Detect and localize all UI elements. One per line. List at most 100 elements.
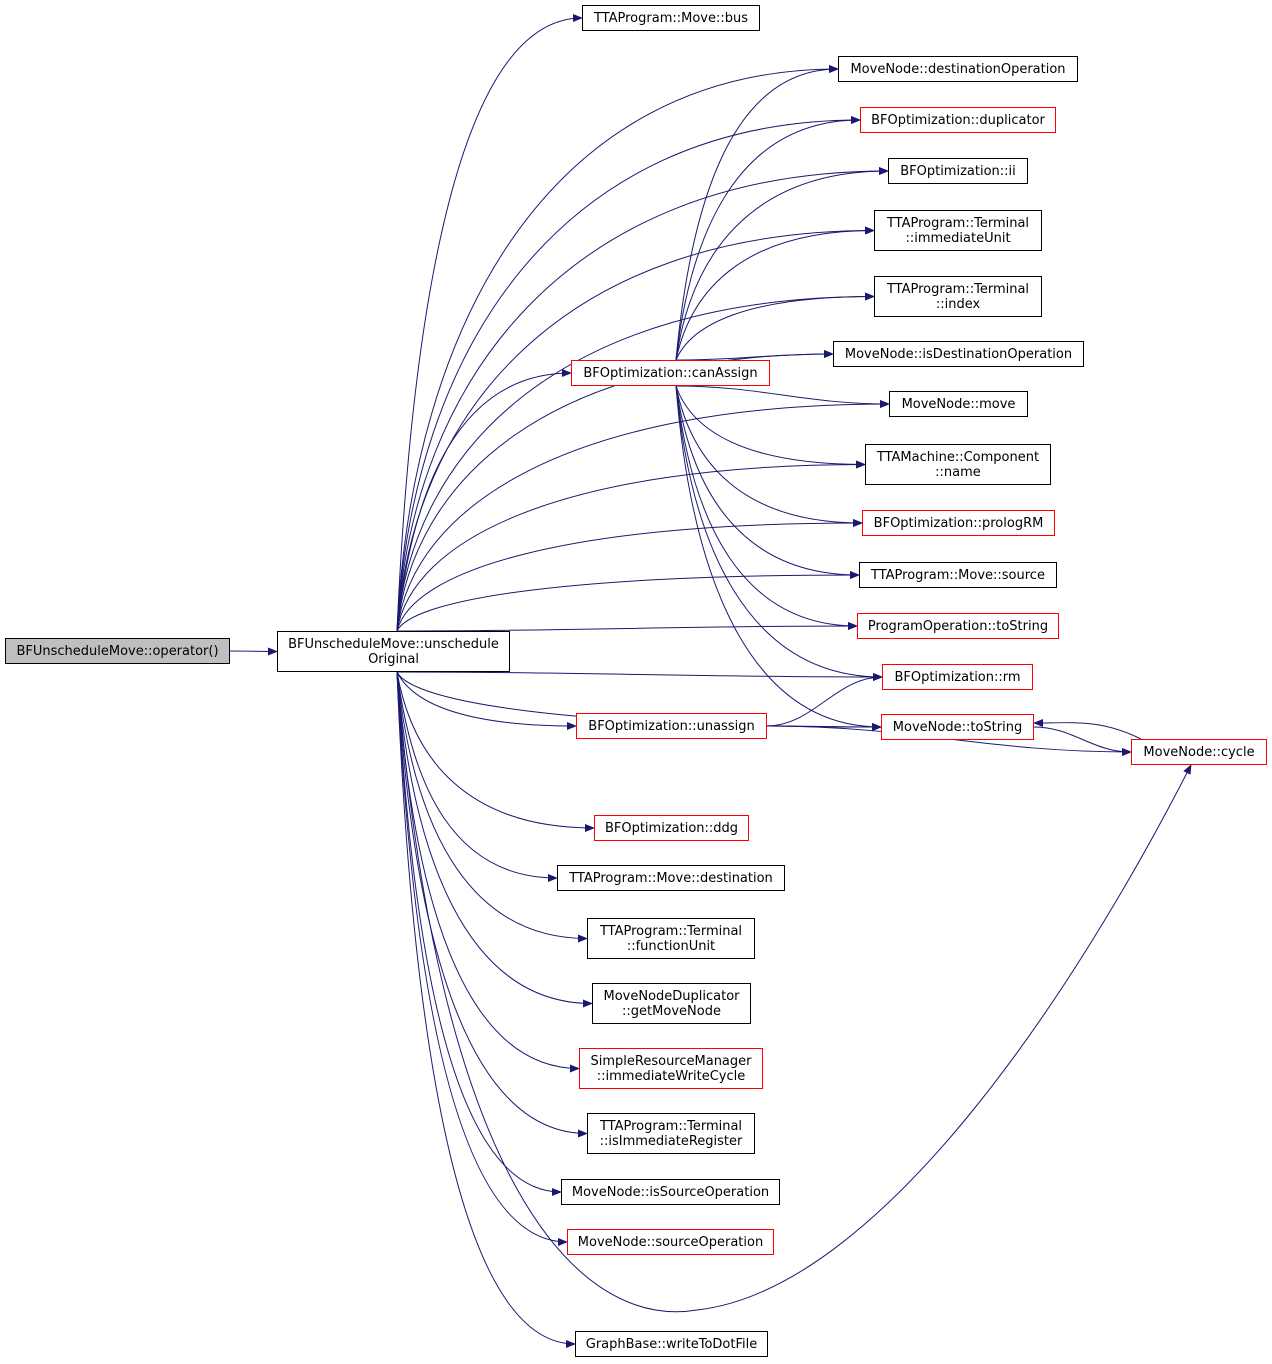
node-label-line: ::functionUnit xyxy=(626,938,716,954)
node-label-line: TTAProgram::Move::destination xyxy=(569,870,773,886)
edge-canAssign-to-index xyxy=(675,292,875,361)
node-label-line: BFOptimization::canAssign xyxy=(583,365,758,381)
node-label-line: TTAProgram::Terminal xyxy=(886,281,1030,297)
node-ii[interactable]: BFOptimization::ii xyxy=(888,158,1028,184)
edge-canAssign-to-immUnit xyxy=(675,226,875,361)
edge-canAssign-to-move xyxy=(675,385,890,408)
edge-unschedule-to-isSrcOp xyxy=(396,671,562,1196)
node-label-line: MoveNode::destinationOperation xyxy=(850,61,1066,77)
node-is-src-op[interactable]: MoveNode::isSourceOperation xyxy=(561,1179,780,1205)
edge-unschedule-to-funcUnit xyxy=(396,671,588,943)
edge-unschedule-to-duplicator xyxy=(396,116,861,632)
node-label-line: MoveNode::toString xyxy=(892,719,1023,735)
node-label-line: BFOptimization::ii xyxy=(900,163,1016,179)
edge-unschedule-to-rm xyxy=(396,671,883,681)
node-label-line: BFOptimization::ddg xyxy=(604,820,739,836)
edge-canAssign-to-ii xyxy=(675,167,889,361)
node-label-line: BFOptimization::rm xyxy=(894,669,1021,685)
node-unassign[interactable]: BFOptimization::unassign xyxy=(576,713,767,739)
node-label-line: MoveNodeDuplicator xyxy=(603,988,740,1004)
edge-unschedule-to-compName xyxy=(396,460,866,632)
edge-unschedule-to-canAssign xyxy=(396,369,572,632)
node-write-to-dot[interactable]: GraphBase::writeToDotFile xyxy=(575,1331,768,1357)
edge-canAssign-to-mnToString xyxy=(675,385,882,731)
edge-unschedule-to-move xyxy=(396,400,890,632)
node-label-line: TTAProgram::Move::source xyxy=(871,567,1045,583)
node-label-line: MoveNode::move xyxy=(901,396,1016,412)
edge-unschedule-to-source xyxy=(396,571,860,632)
node-get-move-node[interactable]: MoveNodeDuplicator::getMoveNode xyxy=(592,983,751,1024)
node-index[interactable]: TTAProgram::Terminal::index xyxy=(874,276,1042,317)
node-label-line: ProgramOperation::toString xyxy=(867,618,1049,634)
node-label-line: BFOptimization::prologRM xyxy=(873,515,1044,531)
node-label-line: BFUnscheduleMove::operator() xyxy=(16,643,219,659)
node-label-line: BFOptimization::duplicator xyxy=(871,112,1045,128)
node-destination[interactable]: TTAProgram::Move::destination xyxy=(557,865,785,891)
edge-unschedule-to-prologRM xyxy=(396,519,863,632)
node-label-line: TTAProgram::Terminal xyxy=(599,923,743,939)
node-label-line: ::index xyxy=(935,296,981,312)
node-imm-unit[interactable]: TTAProgram::Terminal::immediateUnit xyxy=(874,210,1042,251)
node-label-line: MoveNode::cycle xyxy=(1143,744,1255,760)
edge-unschedule-to-bus xyxy=(396,14,583,632)
node-cycle[interactable]: MoveNode::cycle xyxy=(1131,739,1267,765)
node-mn-to-string[interactable]: MoveNode::toString xyxy=(881,714,1034,740)
node-po-to-string[interactable]: ProgramOperation::toString xyxy=(857,613,1059,639)
node-label-line: TTAProgram::Terminal xyxy=(886,215,1030,231)
node-is-dest-op[interactable]: MoveNode::isDestinationOperation xyxy=(833,341,1084,367)
node-label-line: SimpleResourceManager xyxy=(590,1053,752,1069)
edge-canAssign-to-poToString xyxy=(675,385,858,630)
node-source[interactable]: TTAProgram::Move::source xyxy=(859,562,1057,588)
edge-canAssign-to-source xyxy=(675,385,860,579)
node-label-line: ::name xyxy=(935,464,981,480)
node-label-line: TTAProgram::Move::bus xyxy=(593,10,749,26)
node-imm-write-cycle[interactable]: SimpleResourceManager::immediateWriteCyc… xyxy=(579,1048,763,1089)
edge-unschedule-to-srcOp xyxy=(396,671,568,1246)
edge-canAssign-to-prologRM xyxy=(675,385,863,527)
node-duplicator[interactable]: BFOptimization::duplicator xyxy=(860,107,1056,133)
edge-unschedule-to-isImmReg xyxy=(396,671,588,1138)
node-label-line: Original xyxy=(368,651,419,667)
node-label-line: BFUnscheduleMove::unschedule xyxy=(288,636,499,652)
edge-unschedule-to-cycle xyxy=(396,671,1192,1313)
node-bus[interactable]: TTAProgram::Move::bus xyxy=(582,5,760,31)
node-func-unit[interactable]: TTAProgram::Terminal::functionUnit xyxy=(587,918,755,959)
node-label-line: MoveNode::isSourceOperation xyxy=(571,1184,770,1200)
edge-mnToString-to-cycle xyxy=(1033,726,1132,756)
node-prolog-r-m[interactable]: BFOptimization::prologRM xyxy=(862,510,1055,536)
node-label-line: ::immediateWriteCycle xyxy=(596,1068,746,1084)
node-label-line: ::isImmediateRegister xyxy=(599,1133,743,1149)
edge-unschedule-to-immUnit xyxy=(396,226,875,632)
node-label-line: BFOptimization::unassign xyxy=(588,718,755,734)
node-label-line: GraphBase::writeToDotFile xyxy=(585,1336,758,1352)
node-src-op[interactable]: MoveNode::sourceOperation xyxy=(567,1229,774,1255)
edge-unschedule-to-ddg xyxy=(396,671,595,832)
node-can-assign[interactable]: BFOptimization::canAssign xyxy=(571,360,770,386)
edge-unassign-to-rm xyxy=(766,673,883,727)
edge-root-to-unschedule xyxy=(229,647,278,656)
edge-unschedule-to-unassign xyxy=(396,671,577,730)
edge-canAssign-to-compName xyxy=(675,385,866,469)
edge-unschedule-to-getMoveNode xyxy=(396,671,593,1008)
edge-unschedule-to-ii xyxy=(396,167,889,632)
node-move[interactable]: MoveNode::move xyxy=(889,391,1028,417)
node-ddg[interactable]: BFOptimization::ddg xyxy=(594,815,749,841)
node-comp-name[interactable]: TTAMachine::Component::name xyxy=(865,444,1051,485)
node-rm[interactable]: BFOptimization::rm xyxy=(882,664,1033,690)
node-label-line: TTAProgram::Terminal xyxy=(599,1118,743,1134)
edge-unschedule-to-writeToDot xyxy=(396,671,576,1348)
node-dest-op[interactable]: MoveNode::destinationOperation xyxy=(838,56,1078,82)
edge-canAssign-to-isDestOp xyxy=(675,350,834,361)
node-root[interactable]: BFUnscheduleMove::operator() xyxy=(5,638,230,664)
edge-unschedule-to-destOp xyxy=(396,65,839,632)
node-label-line: MoveNode::isDestinationOperation xyxy=(844,346,1073,362)
edge-unschedule-to-poToString xyxy=(396,622,858,632)
node-label-line: ::getMoveNode xyxy=(622,1003,721,1019)
node-is-imm-reg[interactable]: TTAProgram::Terminal::isImmediateRegiste… xyxy=(587,1113,755,1154)
edge-unschedule-to-index xyxy=(396,292,875,632)
node-label-line: TTAMachine::Component xyxy=(876,449,1040,465)
edge-cycle-to-mnToString xyxy=(1033,718,1142,740)
